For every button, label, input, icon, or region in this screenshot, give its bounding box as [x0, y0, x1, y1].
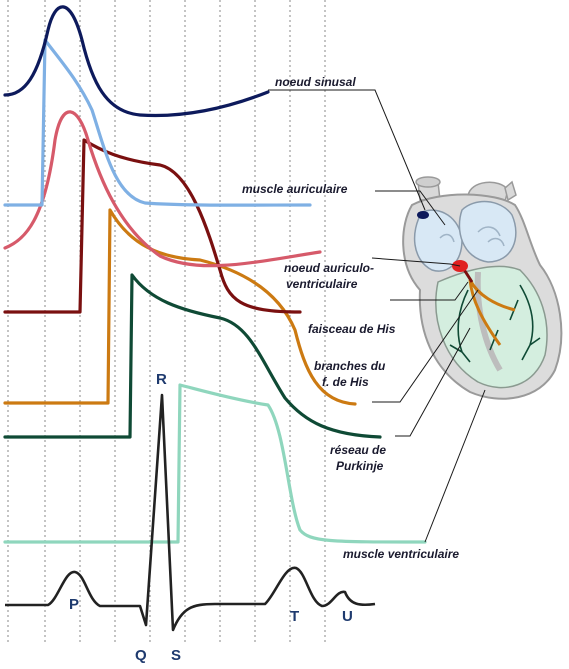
- label-purkinje-line2: Purkinje: [336, 459, 384, 473]
- label-noeud-av-line1: noeud auriculo-: [284, 261, 374, 275]
- curve-muscle-auriculaire: [3, 38, 312, 207]
- label-branches-line2: f. de His: [322, 375, 369, 389]
- label-branches-line1: branches du: [314, 359, 386, 373]
- grid-lines: [7, 0, 326, 645]
- curve-purkinje: [3, 273, 382, 439]
- ecg-label-q: Q: [135, 647, 147, 664]
- label-noeud-sinusal: noeud sinusal: [275, 75, 356, 89]
- label-muscle-auriculaire: muscle auriculaire: [242, 182, 348, 196]
- ecg-trace: [5, 393, 376, 632]
- label-faisceau-his: faisceau de His: [308, 322, 396, 336]
- heart-illustration: [402, 176, 563, 400]
- label-muscle-ventriculaire: muscle ventriculaire: [343, 547, 459, 561]
- ecg-label-p: P: [69, 596, 79, 613]
- curve-faisceau-his: [3, 138, 302, 314]
- ecg-label-r: R: [156, 371, 167, 388]
- leader-lines: [268, 89, 486, 543]
- action-potential-curves: [3, 5, 427, 544]
- ecg-label-t: T: [290, 608, 299, 625]
- label-purkinje-line1: réseau de: [330, 443, 386, 457]
- curve-branches: [3, 208, 357, 406]
- curve-muscle-ventriculaire: [3, 383, 427, 544]
- curve-noeud-sinusal: [3, 5, 270, 118]
- ecg-label-s: S: [171, 647, 181, 664]
- ecg-label-u: U: [342, 608, 353, 625]
- label-noeud-av-line2: ventriculaire: [286, 277, 358, 291]
